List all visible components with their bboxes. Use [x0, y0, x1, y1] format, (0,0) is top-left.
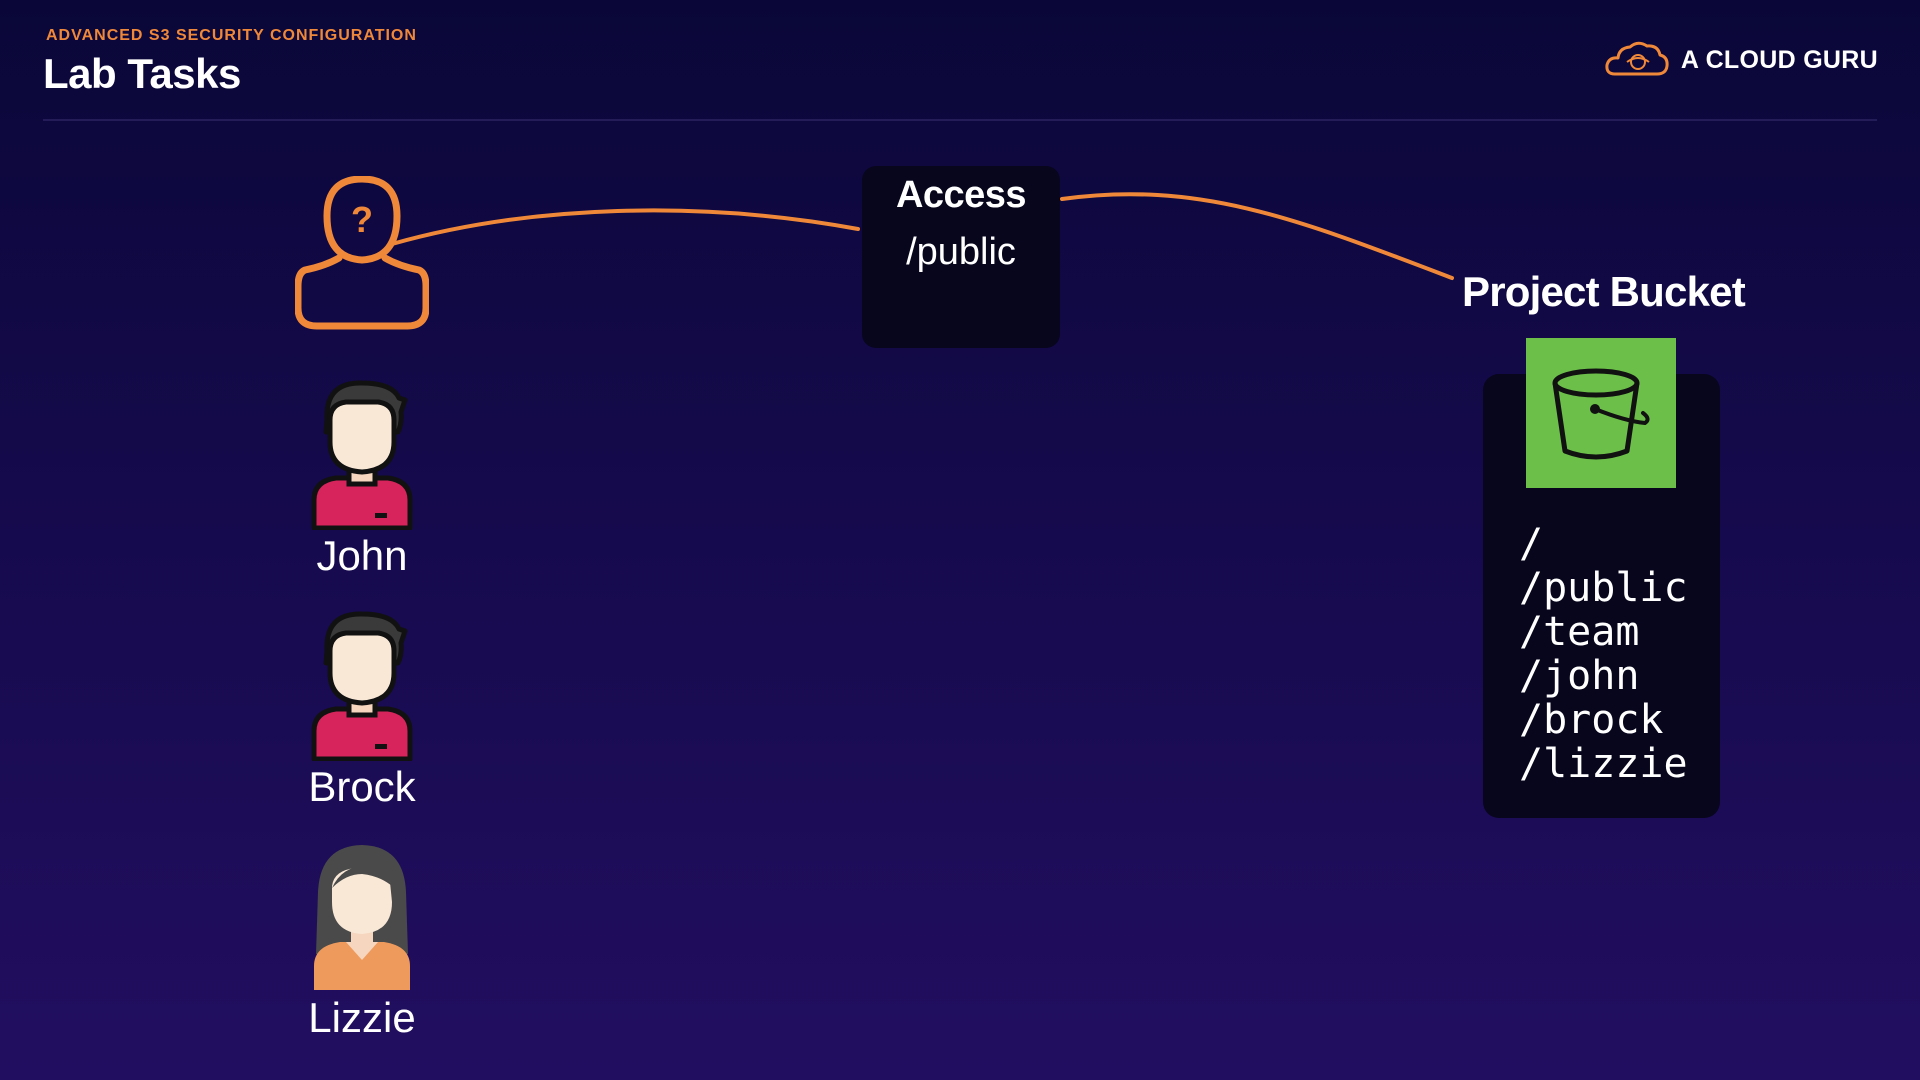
user-name: Brock — [308, 763, 416, 810]
bucket-path-public: /public — [1519, 565, 1688, 611]
user-name: John — [316, 532, 408, 579]
bucket-path-root: / — [1519, 521, 1544, 567]
user-name: Lizzie — [308, 994, 416, 1041]
access-path: /public — [906, 231, 1016, 273]
unknown-user-icon: ? — [295, 176, 429, 330]
brand-logo: A CLOUD GURU — [1605, 38, 1878, 82]
access-title: Access — [895, 174, 1027, 216]
bucket-path-lizzie: /lizzie — [1519, 741, 1688, 787]
connector-access-to-bucket — [1060, 192, 1454, 280]
cloud-logo-icon — [1605, 41, 1669, 76]
bucket-path-team: /team — [1519, 609, 1640, 655]
bucket-path-brock: /brock — [1519, 697, 1664, 743]
page-title: Lab Tasks — [43, 50, 241, 97]
bucket-path-list: / /public /team /john /brock /lizzie — [1519, 522, 1688, 786]
female-user-icon — [314, 845, 410, 990]
s3-bucket-tile — [1526, 338, 1676, 488]
header-subtitle: ADVANCED S3 SECURITY CONFIGURATION — [46, 27, 417, 44]
bucket-title: Project Bucket — [1462, 268, 1746, 315]
access-box: Access /public — [862, 166, 1060, 348]
user-john: John — [296, 380, 428, 580]
user-lizzie: Lizzie — [296, 842, 428, 1042]
svg-text:?: ? — [351, 199, 373, 240]
header-divider — [43, 119, 1877, 121]
male-user-icon — [311, 380, 413, 530]
user-brock: Brock — [296, 611, 428, 811]
bucket-path-john: /john — [1519, 653, 1640, 699]
connector-user-to-access — [390, 208, 860, 246]
male-user-icon — [311, 611, 413, 761]
s3-bucket-icon — [1552, 368, 1650, 460]
brand-name: A CLOUD GURU — [1680, 45, 1878, 74]
